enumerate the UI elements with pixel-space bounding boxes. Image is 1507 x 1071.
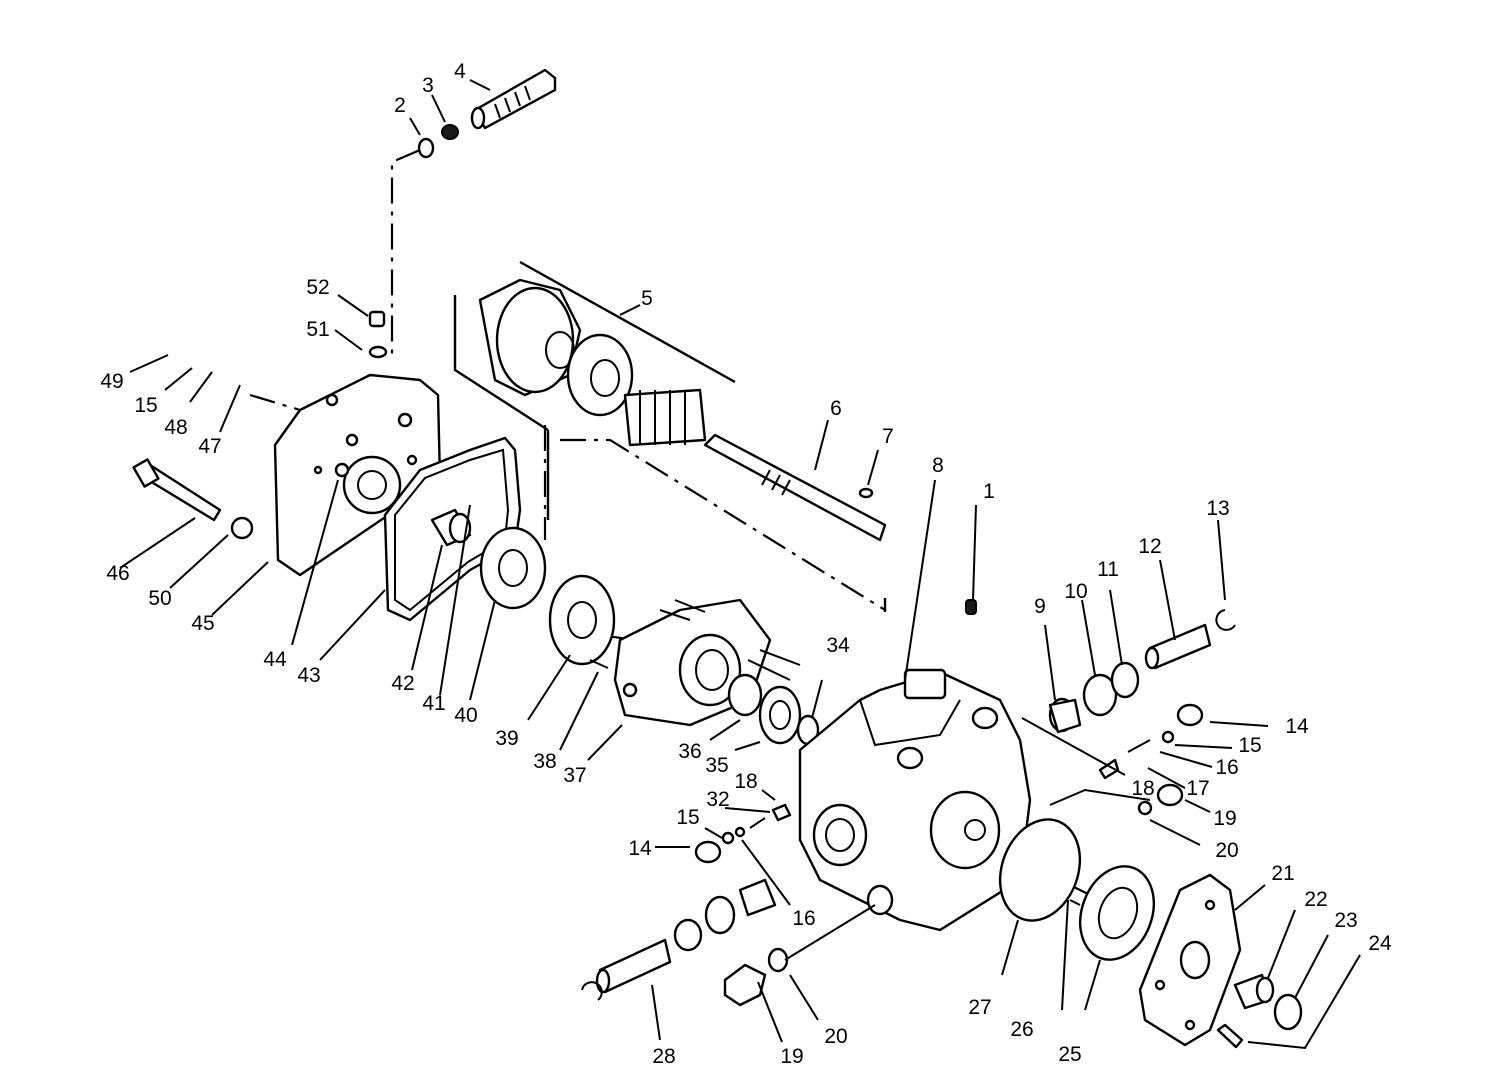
callout-label: 10 xyxy=(1064,580,1087,603)
bearing-race xyxy=(727,673,763,717)
callout-label: 12 xyxy=(1138,535,1161,558)
leader-lines xyxy=(119,79,1361,1050)
retaining-ring xyxy=(417,137,435,159)
callout-label: 39 xyxy=(495,727,518,750)
callout-label: 45 xyxy=(191,612,214,635)
cap-screw xyxy=(132,458,222,522)
needle-bearing xyxy=(430,508,472,547)
callout-label: 40 xyxy=(454,704,477,727)
callout-label: 38 xyxy=(533,750,556,773)
callout-label: 20 xyxy=(824,1025,847,1048)
front-oring xyxy=(767,947,789,973)
callout-label: 11 xyxy=(1097,558,1119,581)
front-seal xyxy=(673,918,703,952)
cylinder-block xyxy=(478,278,582,397)
callout-label: 20 xyxy=(1215,839,1238,862)
callout-label: 23 xyxy=(1334,909,1357,932)
valve-plate xyxy=(479,526,547,610)
callout-label: 14 xyxy=(628,837,652,860)
callout-numbers: 1 2 3 4 5 6 7 8 9 10 11 12 13 14 15 16 1… xyxy=(100,60,1392,1068)
callout-label: 8 xyxy=(932,454,944,477)
callout-label: 14 xyxy=(1285,715,1309,738)
front-shaft xyxy=(581,938,672,1001)
cover-bearing xyxy=(1233,973,1275,1010)
callout-label: 25 xyxy=(1058,1043,1081,1066)
callout-label: 15 xyxy=(676,806,699,829)
callout-label: 1 xyxy=(983,480,995,503)
callout-label: 24 xyxy=(1368,932,1392,955)
relief-valve-parts xyxy=(1048,609,1236,734)
callout-label: 19 xyxy=(1213,807,1236,830)
callout-label: 32 xyxy=(706,788,729,811)
callout-label: 49 xyxy=(100,370,123,393)
callout-label: 4 xyxy=(454,60,466,83)
callout-label: 17 xyxy=(1186,777,1209,800)
cover-seal xyxy=(1273,993,1303,1031)
callout-label: 42 xyxy=(391,672,414,695)
callout-label: 50 xyxy=(148,587,171,610)
callout-label: 34 xyxy=(826,634,850,657)
callout-label: 21 xyxy=(1271,862,1294,885)
thrust-plate xyxy=(548,574,616,666)
callout-label: 18 xyxy=(734,770,757,793)
main-housing xyxy=(798,668,1032,932)
callout-label: 27 xyxy=(968,996,991,1019)
charge-pump-gerotor xyxy=(1079,865,1155,961)
charge-pump-cover xyxy=(1138,873,1242,1047)
control-shaft xyxy=(470,68,557,130)
washer xyxy=(230,516,254,540)
callout-label: 9 xyxy=(1034,595,1046,618)
front-plug xyxy=(723,963,767,1007)
swash-pins xyxy=(659,599,706,621)
callout-label: 16 xyxy=(1215,756,1238,779)
callout-label: 28 xyxy=(652,1045,675,1068)
callout-label: 51 xyxy=(306,318,329,341)
callout-label: 2 xyxy=(394,94,406,117)
callout-label: 26 xyxy=(1010,1018,1033,1041)
callout-label: 37 xyxy=(563,764,586,787)
piston-set xyxy=(623,388,707,447)
rotating-group-bracket xyxy=(453,260,887,612)
callout-label: 13 xyxy=(1206,497,1229,520)
callout-label: 3 xyxy=(422,74,434,97)
callout-label: 52 xyxy=(306,276,329,299)
callout-label: 22 xyxy=(1304,888,1327,911)
end-cap-housing xyxy=(273,373,442,577)
shaft-seal xyxy=(441,124,459,140)
end-cap-plug xyxy=(368,310,388,359)
cover-screw xyxy=(1216,1023,1244,1049)
callout-label: 18 xyxy=(1131,777,1154,800)
shaft-key xyxy=(858,487,874,499)
callout-label: 5 xyxy=(641,287,653,310)
callout-label: 7 xyxy=(882,425,894,448)
swash-bearing xyxy=(758,685,802,745)
housing-plug xyxy=(965,599,977,615)
callout-label: 15 xyxy=(134,394,157,417)
callout-label: 6 xyxy=(830,397,842,420)
callout-label: 46 xyxy=(106,562,129,585)
callout-label: 43 xyxy=(297,664,320,687)
piston-retainer xyxy=(566,333,634,417)
drive-shaft xyxy=(703,433,887,542)
callout-label: 47 xyxy=(198,435,221,458)
callout-label: 41 xyxy=(422,692,445,715)
callout-label: 44 xyxy=(263,648,287,671)
front-bearing xyxy=(704,878,777,935)
callout-label: 48 xyxy=(164,416,187,439)
callout-label: 35 xyxy=(705,754,728,777)
callout-label: 16 xyxy=(792,907,815,930)
callout-label: 36 xyxy=(678,740,701,763)
callout-label: 19 xyxy=(780,1045,803,1068)
callout-label: 15 xyxy=(1238,734,1261,757)
housing-oring xyxy=(998,818,1082,922)
check-valve-parts-left xyxy=(694,803,792,864)
